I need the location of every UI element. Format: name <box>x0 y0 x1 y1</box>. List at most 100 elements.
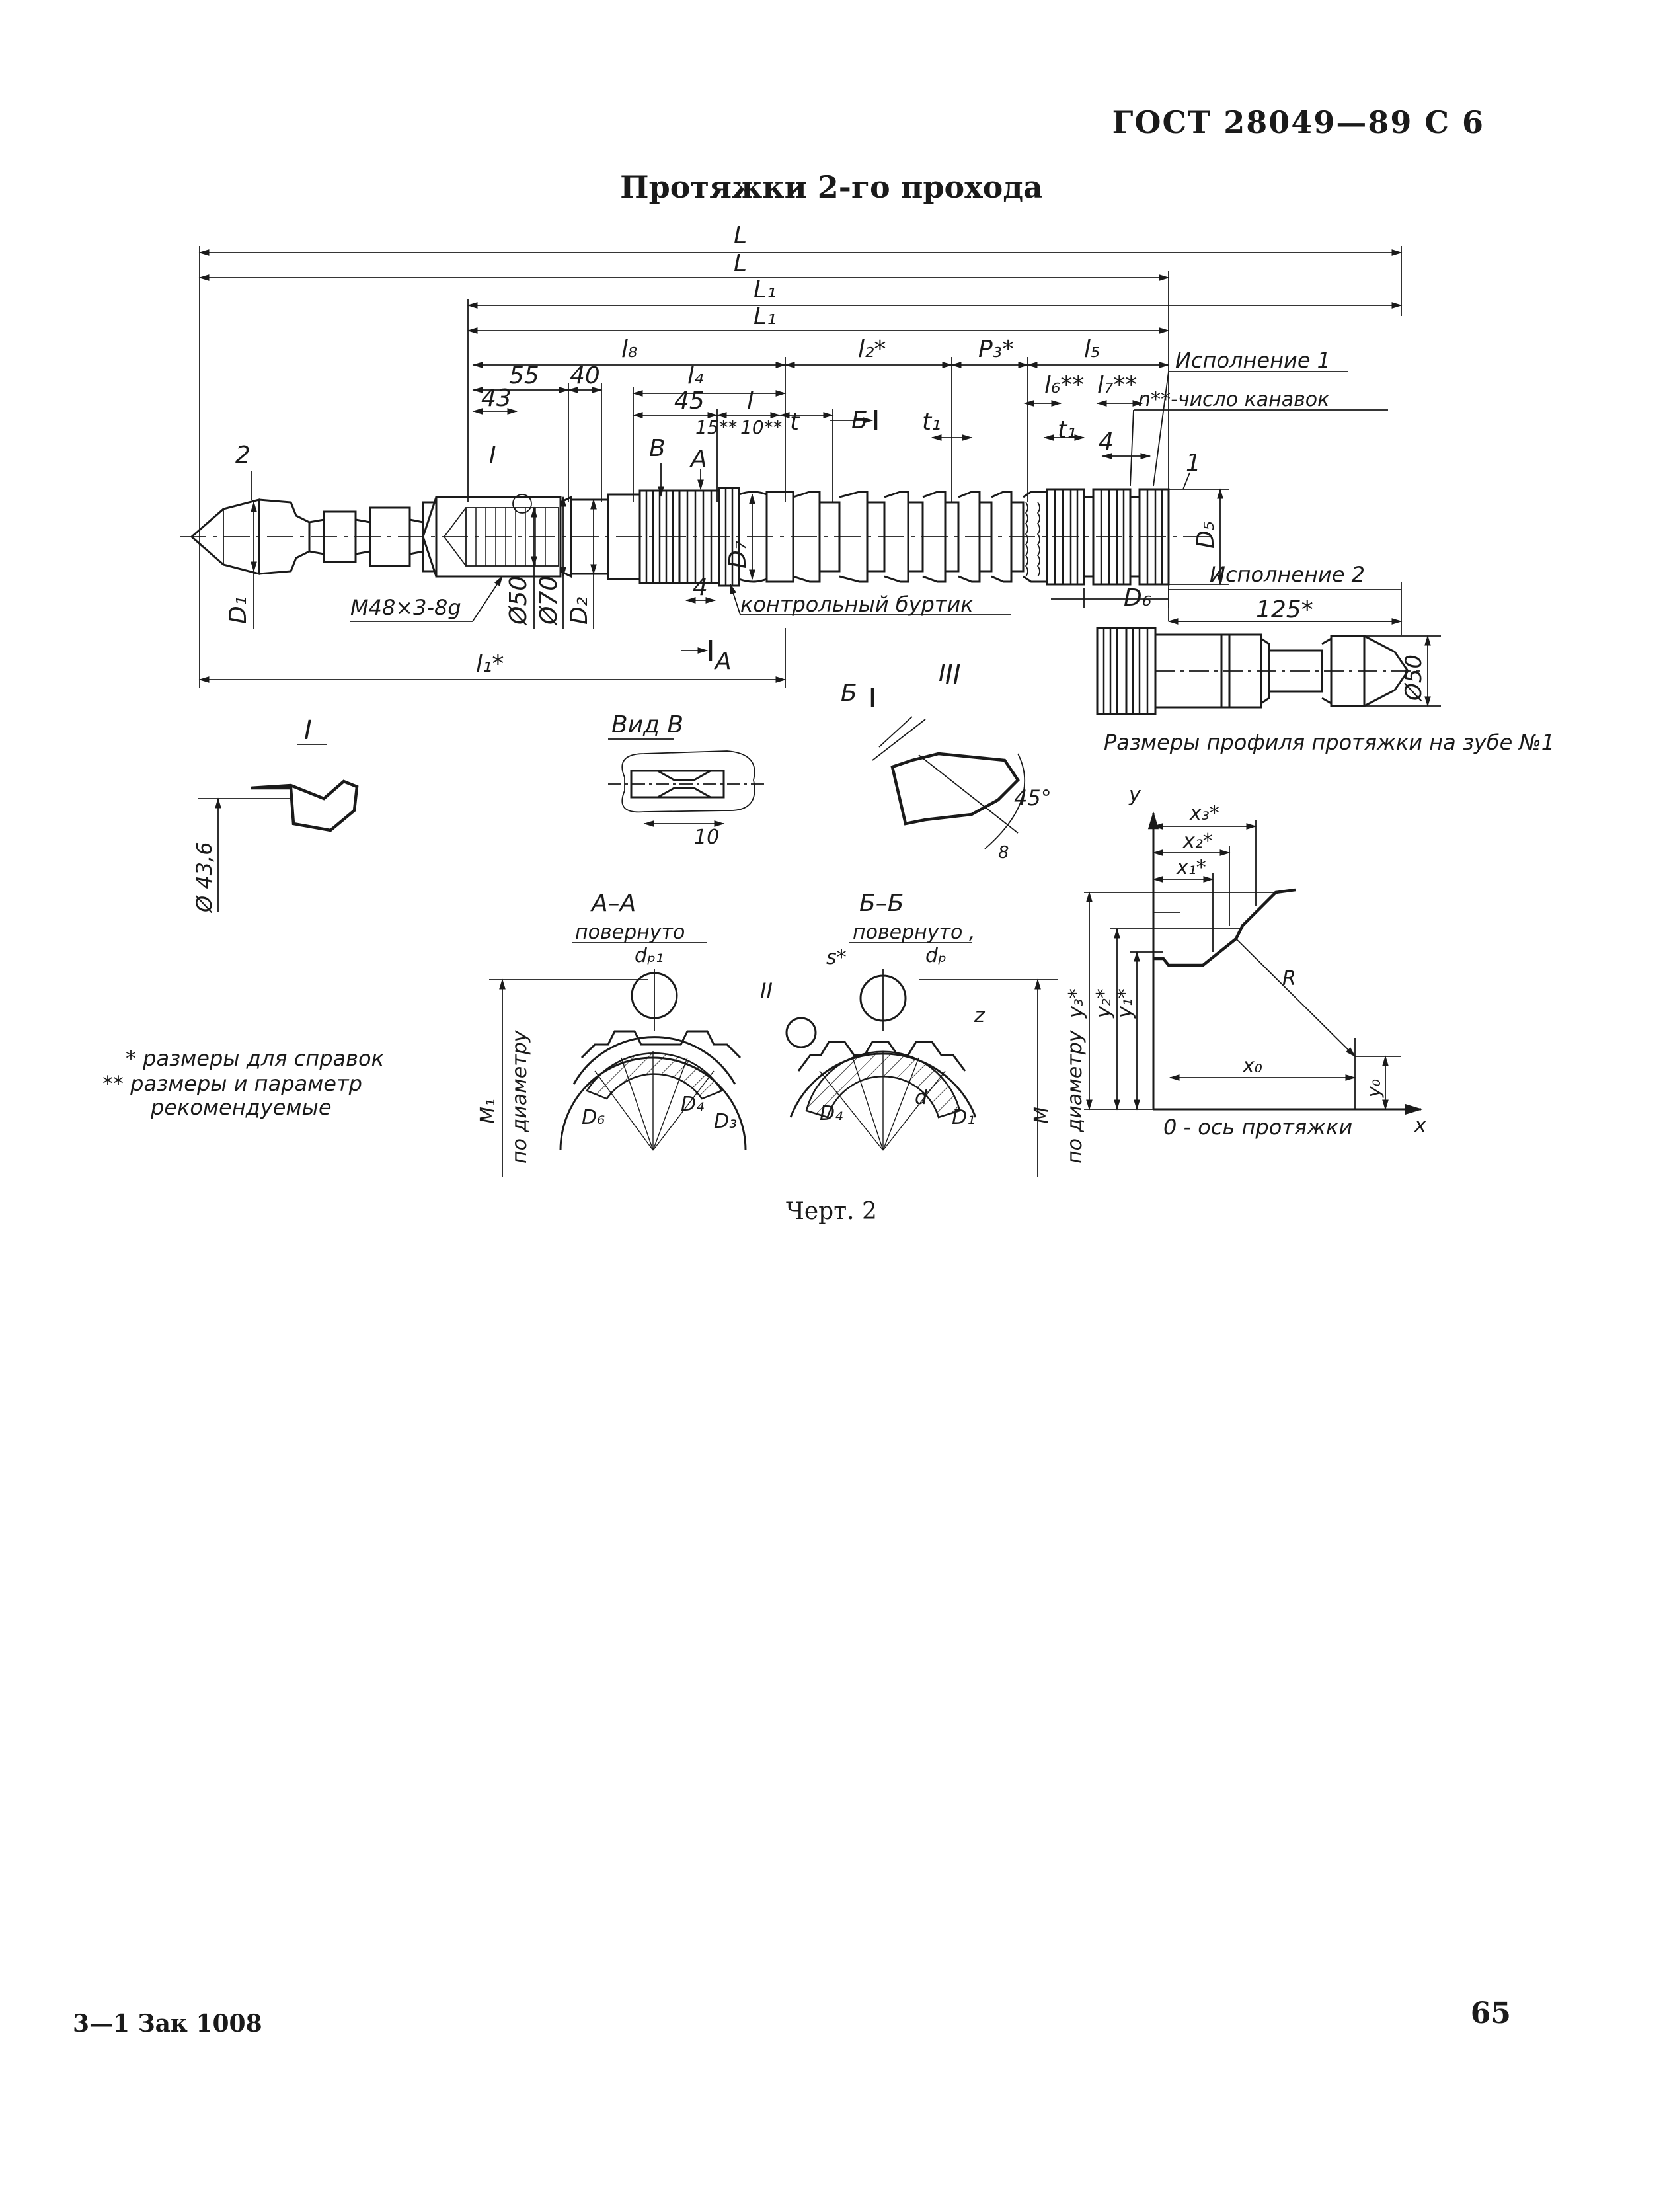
svg-text:по диаметру: по диаметру <box>508 1029 531 1164</box>
svg-text:повернуто: повернуто <box>575 921 685 944</box>
svg-text:x₀: x₀ <box>1242 1054 1262 1078</box>
svg-text:L: L <box>734 222 747 249</box>
svg-text:L: L <box>734 250 747 277</box>
svg-text:Ø 43,6: Ø 43,6 <box>192 842 217 914</box>
svg-text:45°: 45° <box>1014 785 1052 810</box>
svg-text:l₄: l₄ <box>687 362 704 389</box>
svg-text:M₁: M₁ <box>477 1099 500 1124</box>
svg-text:D₁: D₁ <box>225 596 252 624</box>
svg-text:Б–Б: Б–Б <box>859 890 904 917</box>
view-V: Вид В 10 <box>608 711 767 849</box>
section-BB: Б–Б повернуто , s* dₚ II z M по диаметру… <box>760 890 1087 1177</box>
section-AA: А–А повернуто dₚ₁ M₁ по диаметру D₆ D₄ D… <box>477 890 747 1177</box>
svg-text:Исполнение 1: Исполнение 1 <box>1175 348 1331 373</box>
svg-text:Вид В: Вид В <box>611 711 683 738</box>
svg-text:2: 2 <box>235 442 251 469</box>
svg-text:Ø50: Ø50 <box>1401 654 1427 702</box>
svg-text:4: 4 <box>1099 428 1114 455</box>
svg-text:s*: s* <box>826 946 847 969</box>
main-view-side-dims <box>198 371 1403 688</box>
svg-text:P₃*: P₃* <box>978 336 1014 363</box>
detail-II-label: II <box>945 660 961 690</box>
svg-text:II: II <box>760 978 773 1004</box>
svg-text:z: z <box>974 1004 986 1027</box>
svg-text:l₅: l₅ <box>1084 336 1100 363</box>
svg-text:45: 45 <box>674 387 705 415</box>
svg-text:8: 8 <box>998 843 1009 863</box>
svg-text:l₈: l₈ <box>621 336 637 363</box>
svg-text:y₃*: y₃* <box>1065 988 1088 1019</box>
svg-text:40: 40 <box>570 362 600 389</box>
page-number: 65 <box>1470 1996 1511 2030</box>
svg-text:Б: Б <box>841 680 857 707</box>
svg-text:y₀: y₀ <box>1363 1079 1385 1098</box>
svg-text:0 - ось протяжки: 0 - ось протяжки <box>1163 1115 1352 1140</box>
svg-text:А–А: А–А <box>590 890 636 917</box>
svg-text:y₂*: y₂* <box>1093 988 1116 1019</box>
svg-text:10: 10 <box>694 826 719 849</box>
svg-text:рекомендуемые: рекомендуемые <box>150 1095 332 1120</box>
page-header: ГОСТ 28049—89 С 6 <box>1112 104 1485 140</box>
svg-text:Ø50: Ø50 <box>505 576 532 626</box>
svg-text:M48×3-8g: M48×3-8g <box>350 595 461 620</box>
svg-text:15**: 15** <box>695 416 738 438</box>
svg-text:y: y <box>1128 783 1141 807</box>
svg-text:x: x <box>1414 1114 1426 1137</box>
svg-text:dₚ: dₚ <box>925 944 947 967</box>
svg-text:t₁: t₁ <box>922 409 941 436</box>
svg-text:l: l <box>747 387 754 415</box>
detail-I: I Ø 43,6 <box>192 715 359 914</box>
svg-text:D₄: D₄ <box>820 1102 843 1125</box>
svg-text:A: A <box>689 446 707 473</box>
profile-chart: y x 0 - ось протяжки x₃* x₂* x₁* y₃* y₂*… <box>1065 783 1426 1140</box>
profile-note: Размеры профиля протяжки на зубе №1 <box>1104 730 1555 755</box>
broach-body <box>180 487 1210 587</box>
svg-text:L₁: L₁ <box>754 303 777 330</box>
variant2-shank: Ø50 <box>1096 627 1441 715</box>
svg-text:D₆: D₆ <box>582 1106 605 1129</box>
svg-text:d: d <box>915 1086 928 1109</box>
svg-text:D₄: D₄ <box>681 1093 704 1116</box>
svg-text:II: II <box>939 660 952 687</box>
svg-text:M: M <box>1030 1107 1054 1124</box>
profile-note-text: Размеры профиля протяжки на зубе №1 <box>1104 730 1555 755</box>
svg-text:L₁: L₁ <box>754 276 777 303</box>
svg-text:D₂: D₂ <box>566 597 593 625</box>
svg-text:A: A <box>714 648 732 675</box>
svg-text:x₁*: x₁* <box>1176 856 1206 879</box>
svg-text:t₁: t₁ <box>1058 416 1077 444</box>
detail-II: II 45° 8 <box>872 660 1052 863</box>
svg-text:R: R <box>1282 967 1296 990</box>
svg-text:по диаметру: по диаметру <box>1064 1029 1087 1164</box>
svg-text:dₚ₁: dₚ₁ <box>635 944 664 967</box>
main-view-labels: 2 1 I M48×3-8g контрольный буртик Исполн… <box>225 348 1365 707</box>
figure-caption: Черт. 2 <box>786 1198 877 1225</box>
svg-text:** размеры и параметр: ** размеры и параметр <box>102 1071 362 1096</box>
svg-text:D₆: D₆ <box>1124 584 1151 612</box>
svg-text:43: 43 <box>481 385 512 412</box>
svg-text:контрольный буртик: контрольный буртик <box>740 592 974 617</box>
footnotes: * размеры для справок ** размеры и парам… <box>102 1046 385 1120</box>
svg-text:B: B <box>649 435 666 462</box>
svg-text:l₇**: l₇** <box>1097 372 1137 399</box>
svg-text:Ø70: Ø70 <box>535 576 562 626</box>
footer-left: 3—1 Зак 1008 <box>73 2010 262 2037</box>
svg-text:l₂*: l₂* <box>858 336 886 363</box>
svg-text:I: I <box>489 442 496 469</box>
svg-text:t: t <box>790 409 800 436</box>
svg-text:* размеры для справок: * размеры для справок <box>126 1046 385 1071</box>
svg-text:1: 1 <box>1186 450 1201 477</box>
svg-text:D₅: D₅ <box>1192 521 1219 549</box>
svg-text:D₁: D₁ <box>952 1106 975 1129</box>
svg-text:D₃: D₃ <box>714 1110 737 1133</box>
svg-text:125*: 125* <box>1256 596 1313 623</box>
svg-text:4: 4 <box>693 574 708 601</box>
svg-text:повернуто ,: повернуто , <box>853 921 975 944</box>
svg-text:10**: 10** <box>740 416 783 438</box>
svg-text:y₁*: y₁* <box>1114 988 1137 1019</box>
svg-text:n**-число канавок: n**-число канавок <box>1138 388 1329 411</box>
svg-text:l₁*: l₁* <box>476 651 504 678</box>
drawing-title: Протяжки 2-го прохода <box>620 169 1043 205</box>
svg-text:Исполнение 2: Исполнение 2 <box>1210 562 1365 587</box>
